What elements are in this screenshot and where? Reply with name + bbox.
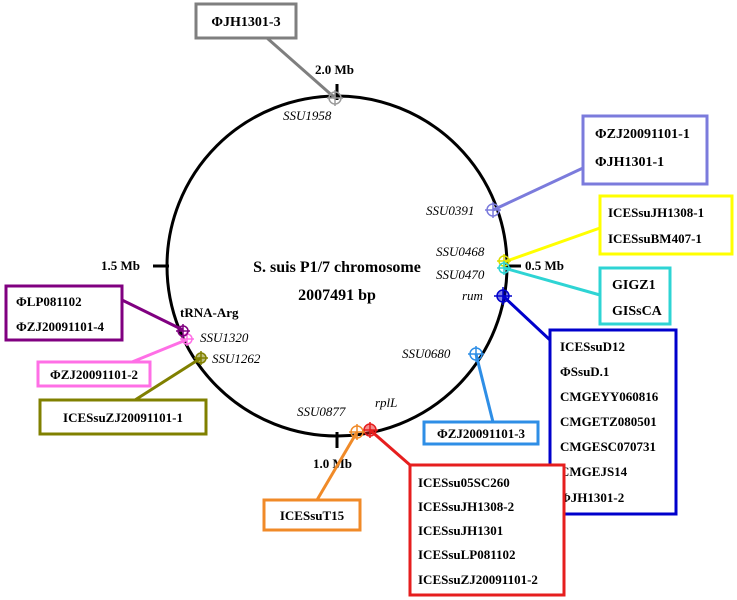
box-ice-zj1: ICESsuZJ20091101-1	[38, 398, 208, 436]
box-line: ICESsuZJ20091101-2	[418, 572, 538, 587]
box-line: ICESsuLP081102	[418, 547, 516, 562]
connector-ssu1320	[131, 338, 187, 364]
tick-label-2mb: 2.0 Mb	[315, 62, 354, 77]
box-line: GISsCA	[612, 304, 663, 319]
box-line: ΦJH1301-2	[560, 490, 624, 505]
marker-ssu0470	[497, 261, 511, 275]
connector-ssu0391	[492, 166, 584, 212]
box-line: ICESsuJH1301	[418, 523, 503, 538]
box-gi: GIGZ1 GISsCA	[598, 266, 672, 326]
site-label-ssu0877: SSU0877	[297, 404, 346, 419]
marker-rum	[494, 287, 512, 305]
site-label-trna-arg: tRNA-Arg	[180, 305, 239, 320]
box-rum: ICESsuD12 ΦSsuD.1 CMGEYY060816 CMGETZ080…	[548, 328, 678, 516]
connector-ssu0470	[503, 266, 601, 297]
site-label-ssu1262: SSU1262	[212, 351, 261, 366]
box-line: ICESsuJH1308-1	[608, 205, 704, 220]
marker-ssu1958	[327, 90, 343, 106]
box-line: ΦLP081102	[16, 294, 82, 309]
tick-label-05mb: 0.5 Mb	[525, 258, 564, 273]
tick-label-15mb: 1.5 Mb	[101, 258, 140, 273]
connector-rum	[501, 294, 552, 342]
chromosome-size: 2007491 bp	[298, 287, 376, 304]
marker-ssu1262	[194, 351, 208, 365]
marker-ssu0680	[468, 346, 484, 362]
box-ice-jh-bm: ICESsuJH1308-1 ICESsuBM407-1	[598, 194, 734, 256]
marker-rplL	[362, 422, 378, 438]
connectors	[121, 36, 601, 501]
box-line: ΦJH1301-3	[211, 15, 280, 30]
box-t15: ICESsuT15	[262, 498, 362, 532]
box-line: CMGETZ080501	[560, 414, 657, 429]
site-label-ssu0680: SSU0680	[402, 346, 451, 361]
connector-ssu0468	[503, 226, 601, 264]
site-label-rum: rum	[462, 288, 483, 303]
site-label-ssu0391: SSU0391	[426, 203, 474, 218]
site-label-ssu0470: SSU0470	[436, 267, 485, 282]
connector-ssu1958	[266, 36, 336, 100]
box-phijh1301-3: ΦJH1301-3	[194, 2, 298, 40]
box-line: ΦZJ20091101-1	[595, 127, 690, 142]
box-zj2: ΦZJ20091101-2	[36, 360, 152, 388]
site-markers	[176, 90, 512, 440]
connector-rplL	[369, 428, 411, 467]
box-rplL: ICESsu05SC260 ICESsuJH1308-2 ICESsuJH130…	[408, 463, 566, 597]
box-line: ΦJH1301-1	[595, 155, 664, 170]
box-line: ICESsuBM407-1	[608, 231, 702, 246]
box-line: ICESsuT15	[280, 508, 345, 523]
box-zj-jh: ΦZJ20091101-1 ΦJH1301-1	[581, 114, 709, 186]
box-line: ΦZJ20091101-4	[16, 319, 105, 334]
site-label-ssu1958: SSU1958	[283, 108, 332, 123]
connector-ssu0680	[474, 353, 495, 423]
connector-ssu1262	[134, 356, 202, 402]
site-label-ssu1320: SSU1320	[200, 330, 249, 345]
box-line: ICESsuD12	[560, 339, 625, 354]
site-label-ssu0468: SSU0468	[436, 244, 485, 259]
box-line: ΦZJ20091101-2	[50, 367, 138, 382]
box-zj3: ΦZJ20091101-3	[422, 420, 540, 446]
box-line: ICESsuZJ20091101-1	[63, 410, 183, 425]
box-line: ΦSsuD.1	[560, 364, 609, 379]
box-lp-zj4: ΦLP081102 ΦZJ20091101-4	[4, 284, 124, 342]
box-line: CMGEJS14	[560, 464, 628, 479]
marker-trna-arg	[176, 324, 190, 338]
box-line: CMGESC070731	[560, 439, 656, 454]
site-label-rplL: rplL	[375, 395, 397, 410]
marker-ssu0877	[349, 424, 365, 440]
box-line: CMGEYY060816	[560, 389, 659, 404]
connector-trna-arg	[121, 298, 184, 332]
box-line: ICESsuJH1308-2	[418, 499, 514, 514]
box-line: ICESsu05SC260	[418, 475, 510, 490]
chromosome-name: S. suis P1/7 chromosome	[253, 259, 421, 276]
box-line: ΦZJ20091101-3	[437, 426, 526, 441]
tick-label-1mb: 1.0 Mb	[313, 456, 352, 471]
connector-ssu0877	[315, 431, 359, 501]
marker-ssu0391	[485, 202, 501, 218]
box-line: GIGZ1	[612, 278, 656, 293]
